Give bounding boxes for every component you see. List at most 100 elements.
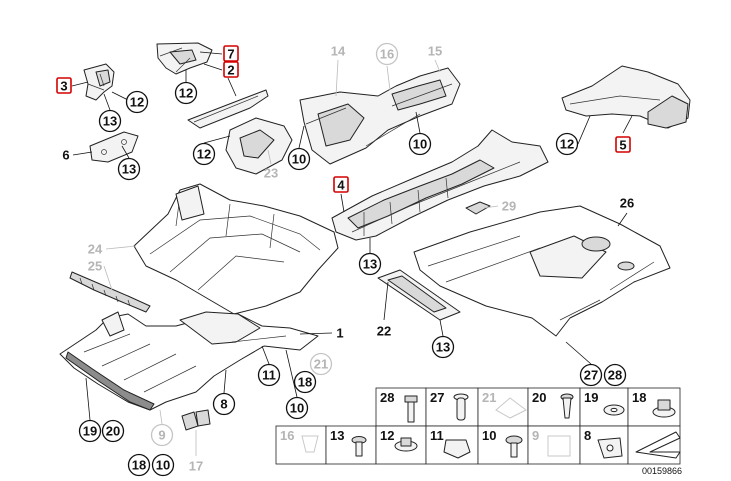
callout-number: 13 bbox=[436, 340, 450, 355]
callout-number: 6 bbox=[62, 148, 69, 163]
clip-11-icon bbox=[443, 439, 471, 459]
callout-number: 12 bbox=[130, 95, 144, 110]
callout-18: 18 bbox=[293, 370, 317, 394]
nut-12-icon bbox=[394, 437, 418, 452]
callout-highlight-box bbox=[223, 45, 239, 62]
part-14-15-heat-shield bbox=[299, 67, 461, 165]
callout-ring bbox=[358, 252, 382, 276]
callout-16: 16 bbox=[375, 42, 399, 66]
callout-13: 13 bbox=[358, 252, 382, 276]
callout-number: 10 bbox=[413, 137, 427, 152]
part-1-front-cover bbox=[59, 311, 319, 411]
part-23-shield bbox=[225, 117, 293, 175]
clip-21-icon bbox=[495, 397, 527, 419]
nut-18-icon bbox=[652, 399, 676, 418]
callout-12: 12 bbox=[192, 142, 216, 166]
callout-11: 11 bbox=[257, 363, 281, 387]
callout-number: 3 bbox=[60, 79, 67, 94]
hardware-number: 21 bbox=[482, 390, 496, 405]
callout-ring bbox=[150, 423, 174, 447]
callout-3: 3 bbox=[56, 77, 72, 94]
callout-number: 10 bbox=[292, 152, 306, 167]
hardware-number: 9 bbox=[532, 428, 539, 443]
callout-number: 5 bbox=[619, 138, 626, 153]
hardware-number: 28 bbox=[380, 390, 394, 405]
hardware-number: 27 bbox=[430, 390, 444, 405]
callout-number: 1 bbox=[336, 326, 343, 341]
callout-number: 17 bbox=[189, 459, 203, 474]
hardware-cell-18 bbox=[627, 387, 681, 427]
hardware-cell-16 bbox=[275, 425, 327, 465]
leader-lines bbox=[71, 51, 633, 456]
part-17-clips bbox=[181, 409, 211, 431]
hardware-cell-9 bbox=[527, 425, 581, 465]
callout-1: 1 bbox=[336, 326, 343, 341]
callout-number: 12 bbox=[197, 147, 211, 162]
callout-number: 10 bbox=[290, 401, 304, 416]
hardware-glyphs bbox=[301, 393, 681, 459]
callout-number: 11 bbox=[262, 368, 276, 383]
part-24-center-panel bbox=[133, 183, 339, 315]
callout-7: 7 bbox=[223, 45, 239, 62]
callout-22: 22 bbox=[377, 324, 391, 339]
part-26-floor-panel bbox=[413, 205, 671, 337]
pin-27-icon bbox=[453, 393, 469, 421]
part-7-2-bracket bbox=[156, 42, 213, 75]
callout-6: 6 bbox=[62, 148, 69, 163]
callout-ring bbox=[257, 363, 281, 387]
callout-number: 26 bbox=[620, 196, 634, 211]
callout-number: 23 bbox=[264, 166, 278, 181]
callout-number: 7 bbox=[227, 47, 234, 62]
callout-15: 15 bbox=[428, 44, 442, 59]
callout-13: 13 bbox=[117, 157, 141, 181]
callout-number: 28 bbox=[608, 368, 622, 383]
callout-ring bbox=[285, 396, 309, 420]
callout-ring bbox=[212, 392, 236, 416]
callout-ring bbox=[78, 419, 102, 443]
bolt-28-icon bbox=[404, 395, 418, 423]
callout-10: 10 bbox=[151, 453, 175, 477]
callout-13: 13 bbox=[431, 335, 455, 359]
callout-number: 12 bbox=[179, 86, 193, 101]
callout-ring bbox=[555, 132, 579, 156]
washer-19-icon bbox=[603, 404, 625, 416]
callout-number: 8 bbox=[220, 397, 227, 412]
callout-number: 12 bbox=[560, 137, 574, 152]
drawing-code: 00159866 bbox=[642, 466, 682, 476]
callout-number: 25 bbox=[88, 259, 102, 274]
callout-8: 8 bbox=[212, 392, 236, 416]
callout-12: 12 bbox=[125, 90, 149, 114]
callout-5: 5 bbox=[615, 136, 631, 153]
callout-ring bbox=[174, 81, 198, 105]
callout-number: 22 bbox=[377, 324, 391, 339]
hardware-number: 13 bbox=[330, 428, 344, 443]
callout-9: 9 bbox=[150, 423, 174, 447]
callout-number: 20 bbox=[106, 424, 120, 439]
callout-17: 17 bbox=[189, 459, 203, 474]
callout-4: 4 bbox=[333, 176, 349, 193]
callout-highlight-box bbox=[333, 176, 349, 193]
hardware-number: 8 bbox=[584, 428, 591, 443]
callout-10: 10 bbox=[285, 396, 309, 420]
part-3-bracket bbox=[83, 63, 115, 101]
callout-ring bbox=[293, 370, 317, 394]
hardware-number: 10 bbox=[482, 428, 496, 443]
hardware-number: 12 bbox=[380, 428, 394, 443]
callout-26: 26 bbox=[620, 196, 634, 211]
hardware-number: 18 bbox=[632, 390, 646, 405]
part-4-tunnel-shield bbox=[331, 129, 549, 241]
clip-16-icon bbox=[301, 435, 319, 453]
part-illustrations bbox=[59, 42, 691, 431]
callout-number: 13 bbox=[363, 257, 377, 272]
callout-number: 14 bbox=[331, 44, 346, 59]
part-22-part bbox=[377, 269, 461, 321]
screw-20-icon bbox=[560, 393, 574, 419]
callout-ring bbox=[125, 90, 149, 114]
callout-29: 29 bbox=[502, 199, 516, 214]
callout-25: 25 bbox=[88, 259, 102, 274]
hardware-cell-10 bbox=[477, 425, 529, 465]
callout-27: 27 bbox=[579, 363, 603, 387]
callout-ring bbox=[579, 363, 603, 387]
